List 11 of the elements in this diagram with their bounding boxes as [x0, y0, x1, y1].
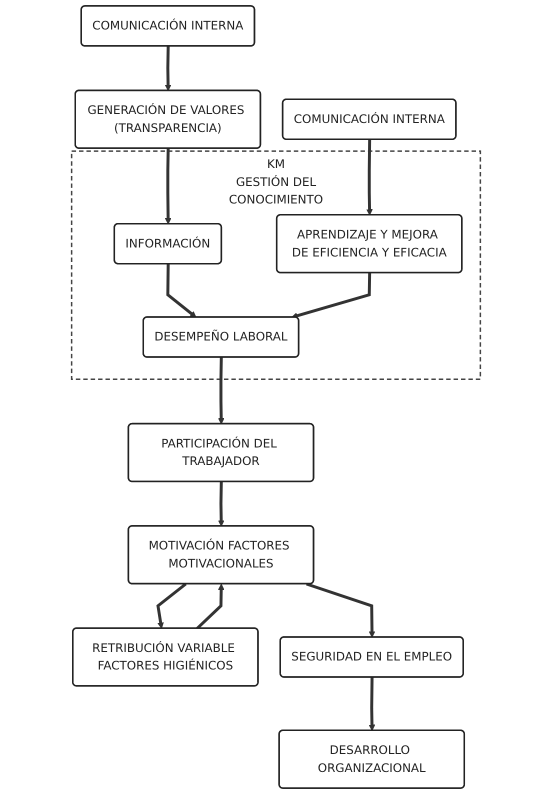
arrow	[164, 46, 172, 92]
arrow	[156, 582, 187, 629]
arrow	[218, 357, 224, 424]
arrow	[196, 584, 224, 630]
arrow	[368, 677, 376, 731]
arrow	[164, 148, 172, 224]
arrow	[166, 264, 196, 318]
arrow	[218, 482, 224, 527]
arrow	[291, 272, 372, 319]
arrow	[366, 140, 373, 216]
arrow	[306, 582, 376, 638]
